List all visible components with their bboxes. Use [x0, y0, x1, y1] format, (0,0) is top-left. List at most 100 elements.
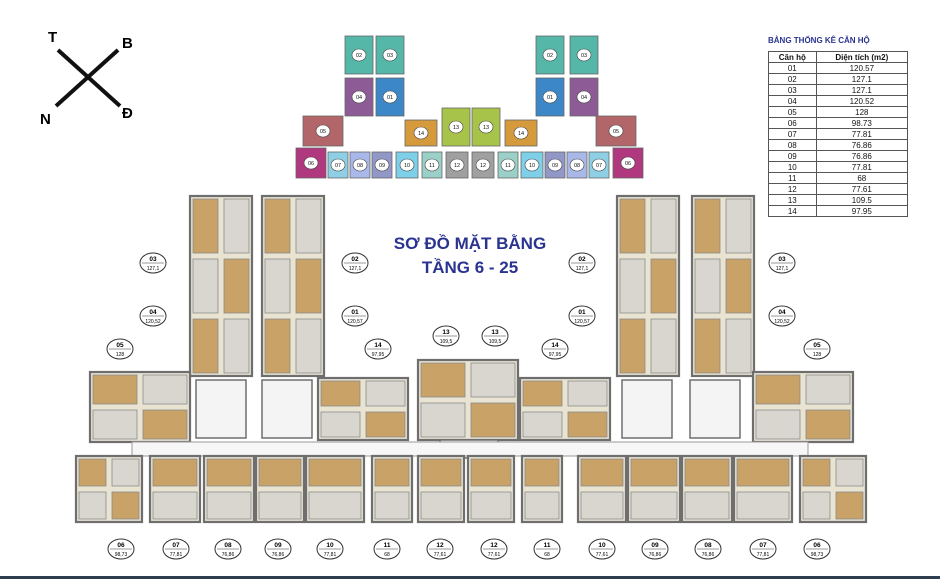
unit-label-id: 12	[436, 542, 444, 549]
room	[802, 491, 831, 520]
room	[736, 491, 790, 520]
keyplan-unit-label: 05	[320, 129, 326, 135]
keyplan-unit-marker	[351, 90, 367, 104]
bottom-unit-12	[732, 454, 794, 524]
unit-label-id: 07	[759, 542, 767, 549]
bottom-unit-6	[416, 454, 466, 524]
unit-label-area: 127,1	[776, 266, 789, 272]
unit-label-area: 76,86	[649, 552, 662, 558]
unit-14-right	[518, 376, 612, 442]
keyplan-unit-14: 14	[504, 119, 538, 147]
keyplan-unit-label: 02	[547, 53, 553, 59]
keyplan-unit-label: 06	[308, 161, 314, 167]
room	[374, 491, 410, 520]
keyplan-unit-01: 01	[375, 77, 405, 117]
room	[725, 258, 752, 314]
keyplan-unit-10: 10	[395, 151, 419, 179]
keyplan-unit-marker	[513, 126, 529, 140]
unit-label-id: 01	[578, 309, 586, 316]
unit-label-id: 14	[374, 342, 382, 349]
keyplan-unit-marker	[382, 90, 398, 104]
stats-cell-unit: 01	[768, 62, 817, 74]
keyplan-unit-06: 06	[612, 147, 644, 179]
unit-label-area: 77,61	[434, 552, 447, 558]
stats-cell-unit: 02	[768, 73, 817, 85]
keyplan-unit-label: 04	[356, 95, 362, 101]
keyplan-unit-label: 14	[418, 131, 424, 137]
room	[805, 409, 851, 440]
keyplan-unit-marker	[448, 120, 464, 134]
unit-label-id: 07	[172, 542, 180, 549]
room	[142, 374, 188, 405]
room	[470, 458, 512, 487]
unit-label-area: 127,1	[349, 266, 362, 272]
room	[223, 258, 250, 314]
room	[619, 318, 646, 374]
keyplan-unit-02: 02	[535, 35, 565, 75]
unit-label-id: 08	[704, 542, 712, 549]
stats-cell-unit: 04	[768, 95, 817, 107]
unit-label-id: 02	[578, 256, 586, 263]
unit-label-id: 03	[778, 256, 786, 263]
keyplan-unit-09: 09	[544, 151, 566, 179]
keyplan-unit-label: 07	[596, 163, 602, 169]
bottom-unit-2	[202, 454, 256, 524]
room	[580, 458, 624, 487]
unit-label-id: 04	[778, 309, 786, 316]
keyplan-unit-marker	[303, 156, 319, 170]
room	[142, 409, 188, 440]
room	[522, 411, 563, 438]
room	[223, 318, 250, 374]
keyplan-unit-marker	[542, 48, 558, 62]
room	[192, 258, 219, 314]
keyplan-unit-label: 02	[356, 53, 362, 59]
stats-cell-area: 127.1	[815, 73, 909, 85]
room	[295, 318, 322, 374]
room	[152, 458, 198, 487]
room	[223, 198, 250, 254]
room	[264, 198, 291, 254]
room	[264, 318, 291, 374]
unit-label-top-3: 03 127,1	[768, 252, 796, 274]
stats-header-unit: Căn hộ	[768, 51, 817, 63]
room	[524, 491, 560, 520]
stats-cell-area: 109.5	[815, 194, 909, 206]
keyplan-unit-04: 04	[569, 77, 599, 117]
keyplan-unit-07: 07	[588, 151, 610, 179]
unit-label-area: 97,95	[549, 352, 562, 358]
keyplan-unit-12: 12	[445, 151, 469, 179]
keyplan-unit-marker	[399, 158, 415, 172]
unit-label-area: 68	[384, 552, 390, 558]
keyplan-unit-label: 11	[505, 163, 511, 169]
room	[650, 258, 677, 314]
stats-header-area: Diện tích (m2)	[815, 51, 909, 63]
room	[684, 458, 730, 487]
keyplan-unit-marker	[478, 120, 494, 134]
unit-label-bottom-6: 12 77,61	[426, 538, 454, 560]
core-stair-3	[689, 379, 741, 439]
keyplan-unit-marker	[500, 158, 516, 172]
unit-label-id: 13	[442, 329, 450, 336]
room	[470, 402, 516, 438]
room	[470, 362, 516, 398]
room	[694, 198, 721, 254]
keyplan-unit-label: 11	[429, 163, 435, 169]
keyplan-unit-marker	[382, 48, 398, 62]
bottom-unit-9	[576, 454, 628, 524]
room	[264, 258, 291, 314]
keyplan-unit-02: 02	[344, 35, 374, 75]
room	[320, 411, 361, 438]
